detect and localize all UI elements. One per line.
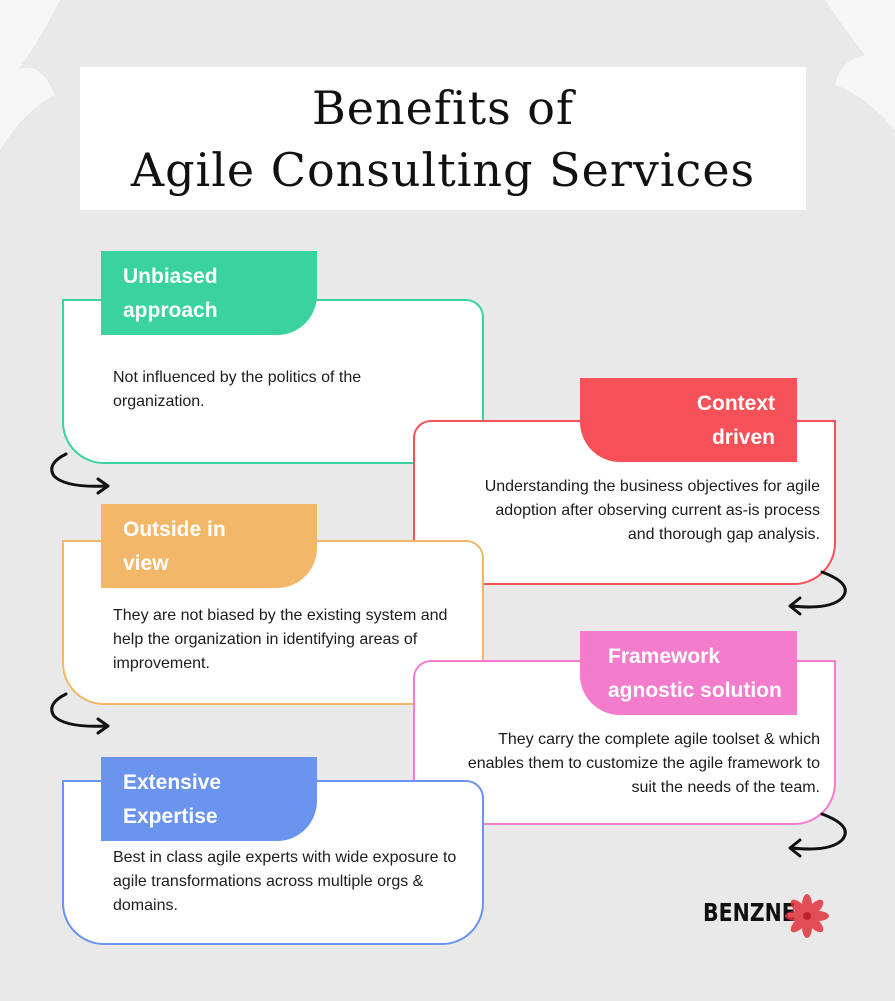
card-description: They carry the complete agile toolset & … (467, 731, 820, 796)
tab-label: Outside in view (123, 518, 226, 575)
tab-extensive-expertise: Extensive Expertise (101, 757, 317, 841)
curved-arrow-icon (788, 570, 847, 616)
card-description: They are not biased by the existing syst… (113, 607, 448, 672)
card-description: Understanding the business objectives fo… (484, 478, 820, 543)
curved-arrow-icon (50, 452, 110, 495)
tab-label: Extensive Expertise (123, 771, 222, 828)
curved-arrow-icon (788, 812, 847, 858)
tab-outside-in-view: Outside in view (101, 504, 317, 588)
card-description: Best in class agile experts with wide ex… (113, 849, 457, 914)
title-line-1: Benefits of (311, 81, 575, 135)
tab-context-driven: Context driven (580, 378, 797, 462)
title-line-2: Agile Consulting Services (130, 143, 756, 197)
card-description: Not influenced by the politics of the or… (113, 369, 362, 410)
title-box: Benefits of Agile Consulting Services (80, 67, 806, 210)
background-decoration-left (0, 0, 60, 150)
tab-label: Unbiased approach (123, 265, 218, 322)
brand-flower-icon (785, 894, 829, 938)
background-decoration-right (825, 0, 895, 130)
tab-framework-agnostic-solution: Framework agnostic solution (580, 631, 797, 715)
flower-petal (790, 899, 808, 917)
tab-unbiased-approach: Unbiased approach (101, 251, 317, 335)
tab-label: Framework agnostic solution (608, 645, 782, 702)
curved-arrow-icon (50, 692, 110, 735)
tab-label: Context driven (696, 392, 775, 449)
brand-logo-text: BENZNE (703, 898, 796, 927)
